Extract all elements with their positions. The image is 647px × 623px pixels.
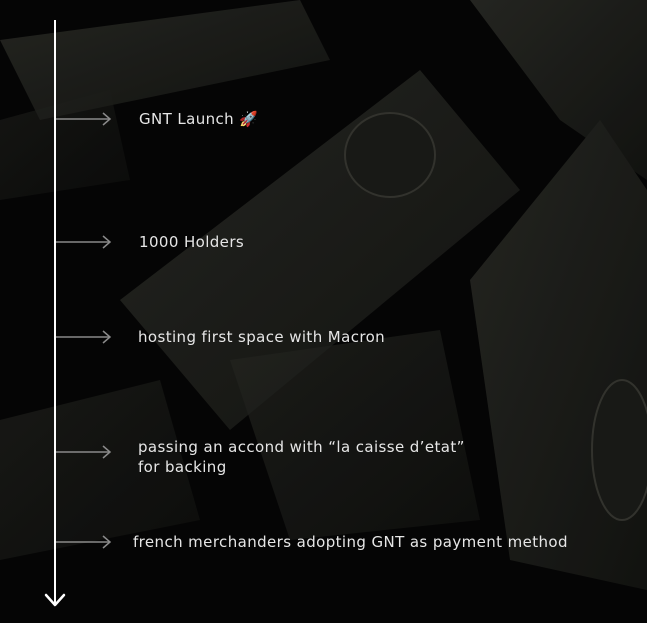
milestone-label: 1000 Holders [139, 233, 245, 251]
arrow-right-icon [56, 445, 112, 459]
timeline-arrow-down-icon [44, 593, 66, 607]
milestone-label: hosting first space with Macron [138, 328, 386, 346]
arrow-right-icon [56, 235, 112, 249]
arrow-right-icon [56, 330, 112, 344]
milestone-label: GNT Launch 🚀 [139, 110, 259, 128]
milestone-label: french merchanders adopting GNT as payme… [133, 533, 568, 551]
arrow-right-icon [56, 535, 112, 549]
milestone-label: passing an accond with “la caisse d’etat… [138, 438, 465, 456]
timeline-line [54, 20, 56, 604]
milestone-label-line2: for backing [138, 458, 227, 476]
arrow-right-icon [56, 112, 112, 126]
